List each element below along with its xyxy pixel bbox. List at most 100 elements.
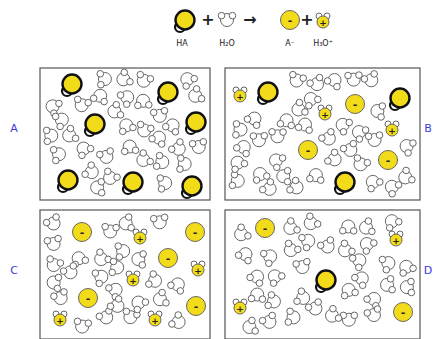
acid-molecule — [390, 89, 410, 111]
water-molecule — [366, 175, 383, 192]
water-molecule — [162, 119, 179, 135]
water-molecule — [304, 213, 321, 230]
plus-operator: + — [201, 12, 214, 28]
water-molecule — [44, 235, 61, 250]
water-molecule — [108, 101, 124, 118]
reaction-arrow: → — [243, 12, 256, 28]
acid-molecule — [186, 113, 206, 135]
charge-sign: - — [80, 227, 85, 238]
formula-label: A⁻ — [285, 40, 295, 48]
acid-molecule — [258, 83, 278, 105]
water-molecule — [132, 251, 147, 269]
acid-molecule — [158, 83, 178, 105]
water-molecule — [399, 167, 415, 184]
hydronium-ion — [53, 311, 67, 326]
charge-sign: + — [388, 126, 396, 135]
water-molecule — [177, 155, 192, 173]
anion — [379, 151, 398, 170]
anion — [281, 11, 300, 30]
water-molecule — [349, 254, 365, 271]
charge-sign: + — [151, 316, 159, 325]
acid-molecule — [62, 75, 82, 97]
water-molecule — [299, 234, 315, 251]
water-molecule — [157, 175, 172, 192]
charge-sign: + — [56, 316, 64, 325]
acid-molecule — [175, 11, 195, 33]
water-molecule — [82, 162, 98, 179]
charge-sign: - — [288, 15, 293, 26]
water-molecule — [153, 289, 169, 306]
water-molecule — [189, 86, 205, 103]
water-molecule — [115, 243, 130, 261]
anion — [79, 289, 98, 308]
water-molecule — [119, 119, 136, 135]
water-molecule — [97, 70, 111, 88]
anion — [186, 223, 205, 242]
water-molecule — [360, 218, 376, 235]
water-molecule — [137, 71, 154, 87]
charge-sign: + — [321, 110, 329, 119]
water-molecule — [339, 220, 357, 234]
charge-sign: + — [136, 234, 144, 243]
water-molecule — [231, 156, 248, 172]
water-molecule — [248, 288, 266, 302]
charge-sign: + — [236, 92, 244, 101]
water-molecule — [400, 278, 414, 296]
water-molecule — [150, 107, 167, 122]
water-molecule — [135, 94, 153, 108]
water-molecule — [229, 171, 244, 188]
water-molecule — [294, 288, 310, 305]
water-molecule — [385, 180, 402, 197]
water-molecule — [360, 238, 377, 255]
water-molecule — [47, 256, 64, 272]
water-molecule — [325, 149, 342, 166]
hydronium-ion — [233, 87, 247, 102]
water-molecule — [168, 139, 185, 156]
panel-frame — [225, 68, 420, 200]
water-molecule — [287, 177, 303, 194]
water-molecule — [153, 152, 168, 169]
water-molecule — [325, 305, 341, 322]
water-molecule — [371, 103, 386, 120]
water-molecule — [345, 72, 363, 86]
water-molecule — [269, 154, 285, 171]
water-molecule — [247, 270, 264, 286]
water-molecule — [96, 148, 113, 164]
water-molecule — [92, 270, 108, 287]
water-molecule — [379, 256, 395, 273]
water-molecule — [243, 317, 259, 334]
formula-label: HA — [176, 40, 188, 48]
anion — [187, 297, 206, 316]
water-molecule — [385, 215, 402, 231]
anion — [159, 249, 178, 268]
water-molecule — [305, 299, 322, 315]
water-molecule — [339, 240, 356, 257]
water-molecule — [244, 112, 261, 128]
hydronium-ion — [233, 299, 247, 314]
acid-molecule — [335, 173, 355, 195]
water-molecule — [169, 312, 186, 329]
water-molecule — [119, 214, 134, 231]
water-molecule — [90, 89, 107, 105]
water-molecule — [63, 125, 79, 142]
charge-sign: + — [392, 236, 400, 245]
water-molecule — [259, 312, 276, 328]
panel-letter: A — [10, 123, 18, 134]
charge-sign: + — [236, 304, 244, 313]
hydronium-ion — [385, 121, 399, 136]
formula-label: H₃O⁺ — [313, 40, 333, 48]
water-molecule — [109, 258, 124, 275]
plus-operator: + — [300, 12, 313, 28]
water-molecule — [102, 223, 120, 238]
water-molecule — [74, 318, 91, 333]
water-molecule — [104, 168, 121, 184]
hydronium-ion — [389, 231, 403, 246]
water-molecule — [137, 121, 154, 137]
water-molecule — [324, 74, 341, 90]
water-molecule — [277, 114, 294, 129]
water-molecule — [290, 71, 307, 87]
water-molecule — [43, 214, 60, 230]
water-molecule — [235, 248, 252, 264]
acid-molecule — [58, 171, 78, 193]
water-molecule — [250, 132, 268, 146]
